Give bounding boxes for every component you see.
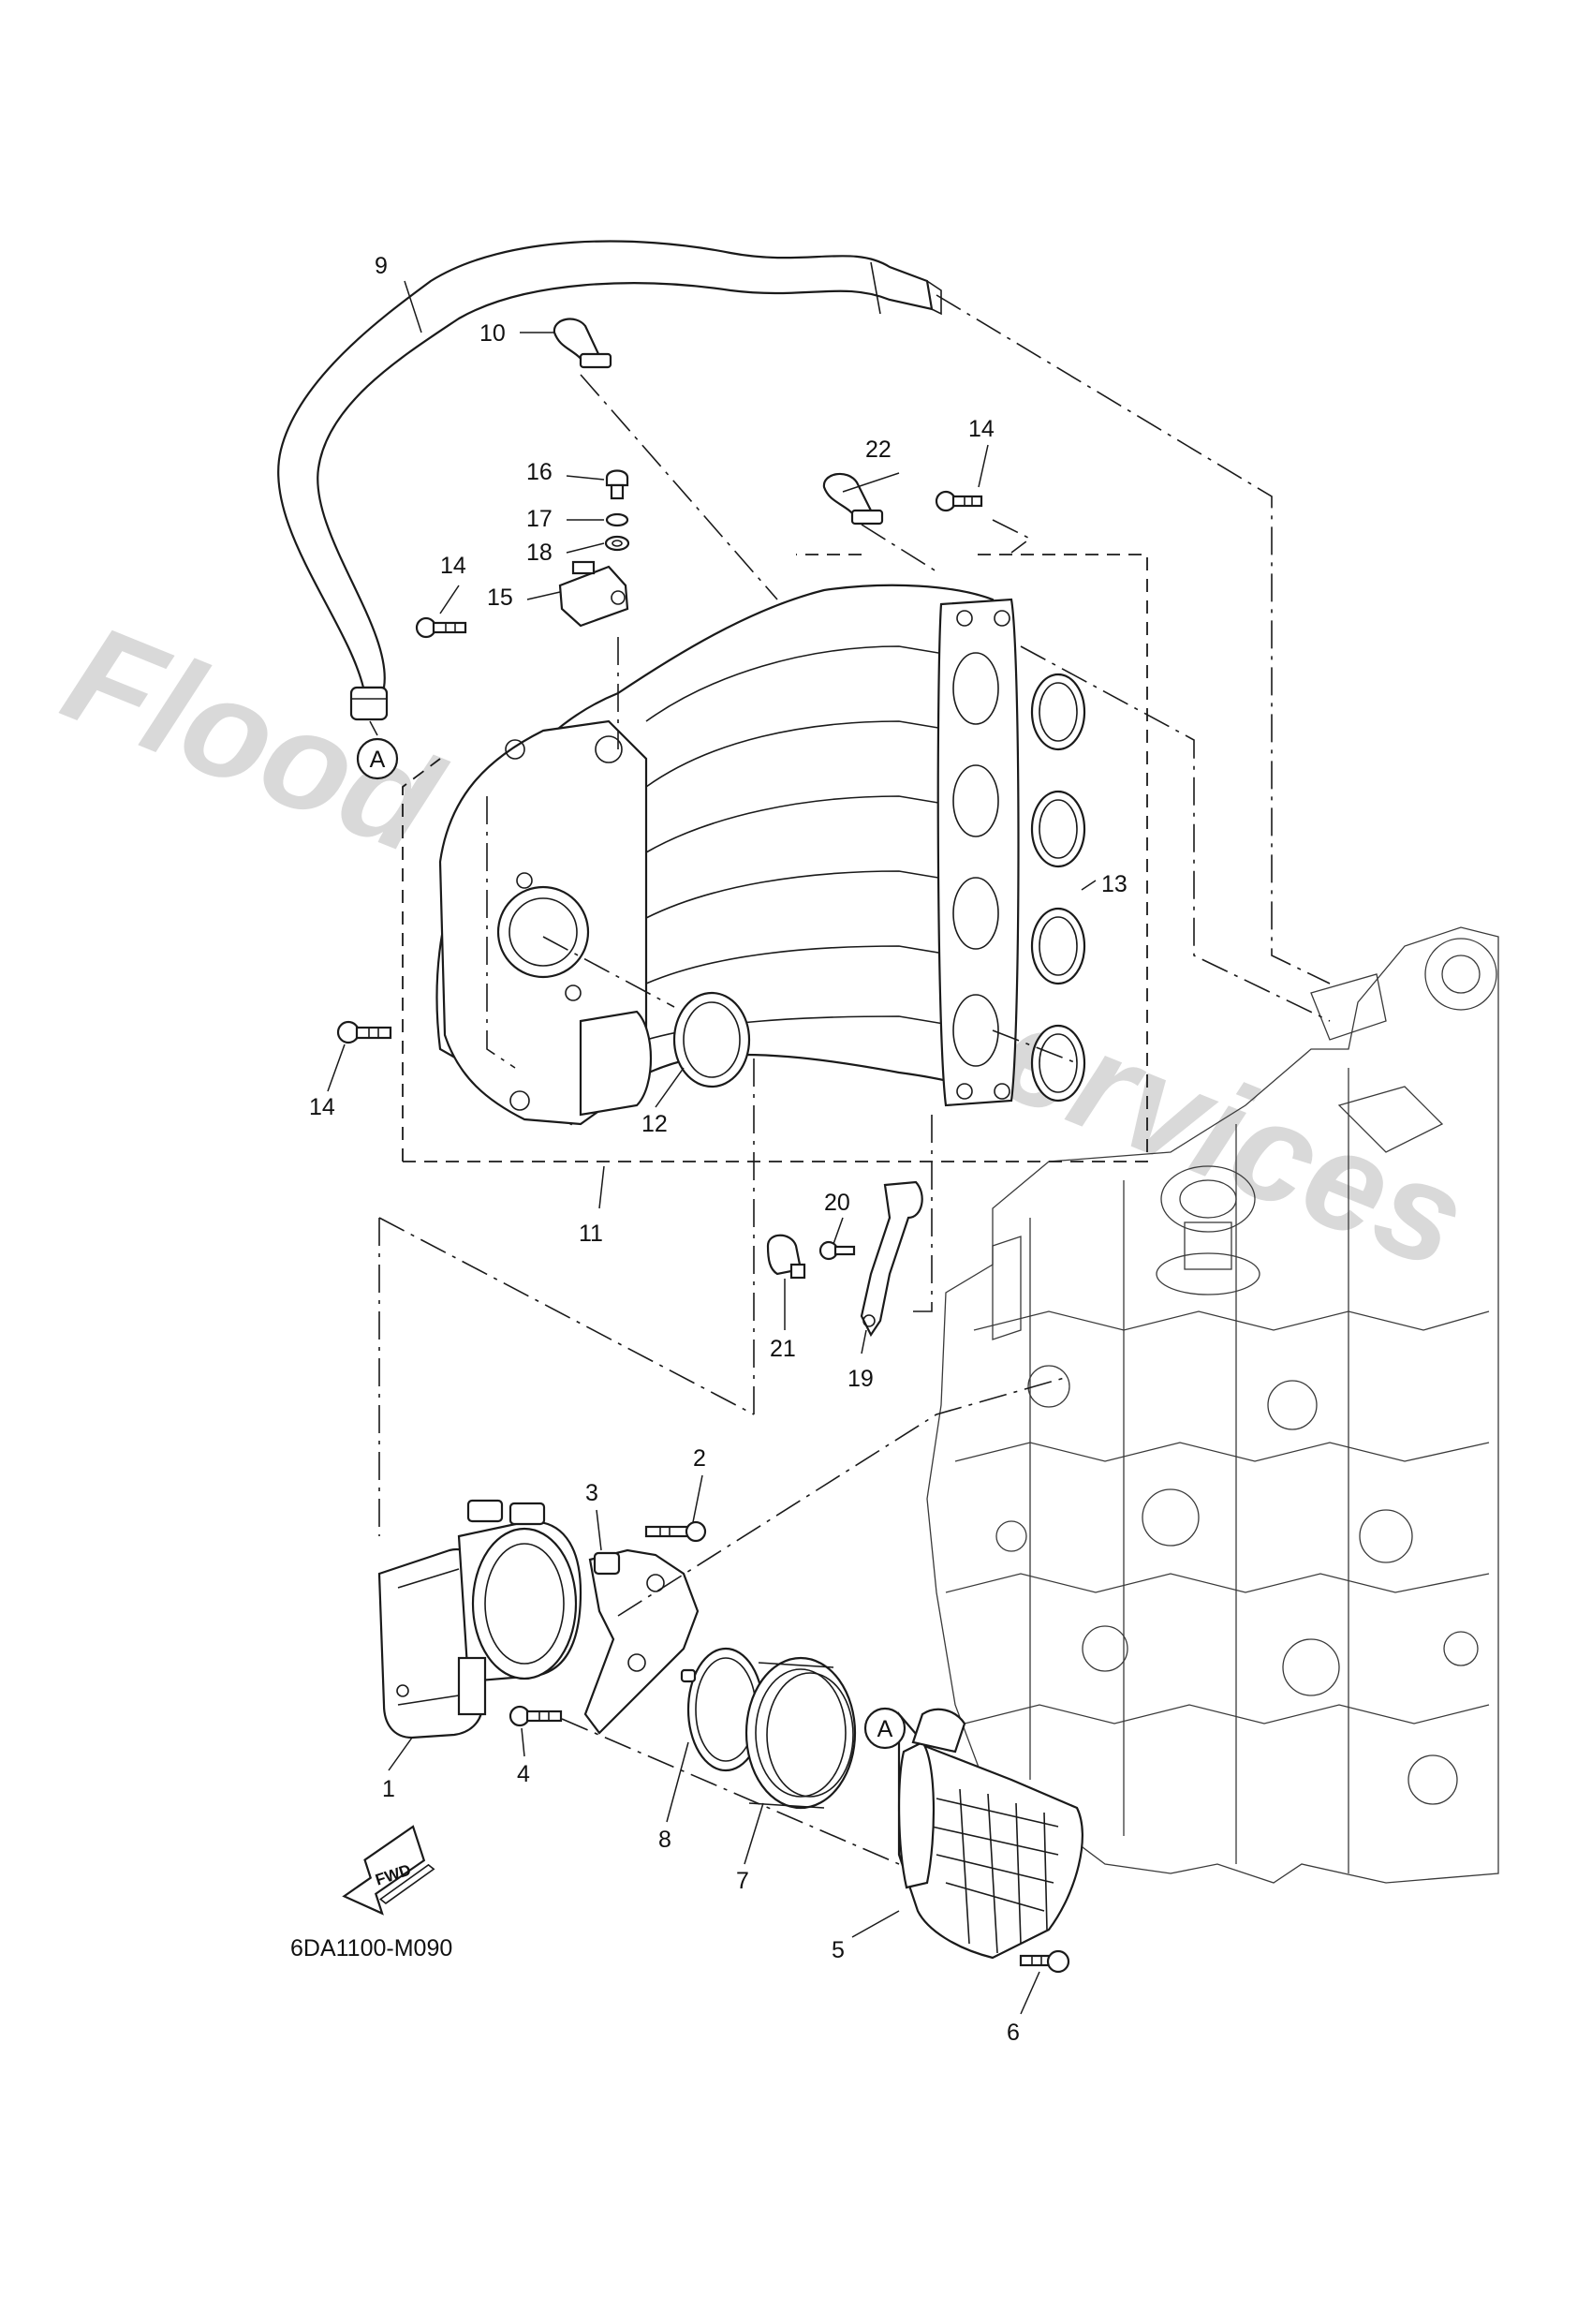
callout-12: 12: [641, 1111, 668, 1137]
ref-marker-a-upper-text: A: [370, 747, 386, 773]
callout-8: 8: [658, 1827, 671, 1853]
fwd-arrow: FWD: [342, 1825, 435, 1916]
bolt-14-left: [415, 616, 467, 639]
ref-marker-a-lower-text: A: [877, 1716, 893, 1742]
engine-block: [926, 926, 1499, 1884]
breather-hose: [277, 240, 942, 721]
clip-21: [766, 1234, 806, 1280]
bracket-19: [860, 1180, 923, 1338]
callout-22: 22: [865, 437, 892, 463]
ref-marker-a-upper: A: [356, 737, 399, 780]
callout-13: 13: [1101, 871, 1127, 897]
diagram-code: 6DA1100-M090: [290, 1935, 452, 1961]
callout-5: 5: [832, 1937, 845, 1963]
gasket-12: [672, 991, 751, 1088]
bolt-14-lower: [336, 1020, 392, 1044]
bolt-6: [1019, 1949, 1070, 1974]
callout-2: 2: [693, 1445, 706, 1472]
callout-16: 16: [526, 459, 553, 485]
callout-11: 11: [579, 1221, 603, 1247]
ref-marker-a-lower: A: [863, 1707, 906, 1750]
callout-4: 4: [517, 1761, 530, 1787]
bracket-3: [583, 1548, 700, 1735]
gasket-13: [1030, 673, 1086, 1103]
sensor-15: [558, 560, 629, 628]
throttle-body: [377, 1499, 582, 1739]
bolt-4: [508, 1705, 563, 1727]
callout-7: 7: [736, 1868, 749, 1894]
callout-14-top: 14: [968, 416, 995, 442]
callout-21: 21: [770, 1336, 796, 1362]
intake-manifold: [435, 584, 1020, 1126]
washer-18: [604, 535, 630, 552]
callout-14-left: 14: [440, 553, 466, 579]
hose-clamp-22: [822, 472, 884, 525]
callout-15: 15: [487, 585, 513, 611]
callout-10: 10: [479, 320, 506, 347]
chain-lines: [378, 294, 1331, 1865]
bolt-20: [818, 1240, 856, 1261]
sleeve-7: [744, 1656, 857, 1810]
bolt-14-top: [935, 490, 983, 512]
silencer-5: [897, 1708, 1083, 1960]
leader-lines: [327, 280, 1097, 2015]
callout-18: 18: [526, 540, 553, 566]
callout-labels: 9 10 16 17 18 15 22 14 14 13 12 14 11 20…: [309, 253, 1127, 2046]
callout-19: 19: [847, 1366, 874, 1392]
assembly-box: [403, 554, 1148, 1162]
callout-17: 17: [526, 506, 553, 532]
hose-clamp: [553, 318, 612, 369]
washer-17: [605, 512, 629, 527]
callout-3: 3: [585, 1480, 598, 1506]
callout-6: 6: [1007, 2020, 1020, 2046]
bolt-2: [644, 1520, 707, 1543]
bolt-16: [605, 469, 629, 500]
callout-1: 1: [382, 1776, 395, 1802]
callout-9: 9: [375, 253, 388, 279]
callout-20: 20: [824, 1190, 850, 1216]
callout-14-lower: 14: [309, 1094, 335, 1120]
